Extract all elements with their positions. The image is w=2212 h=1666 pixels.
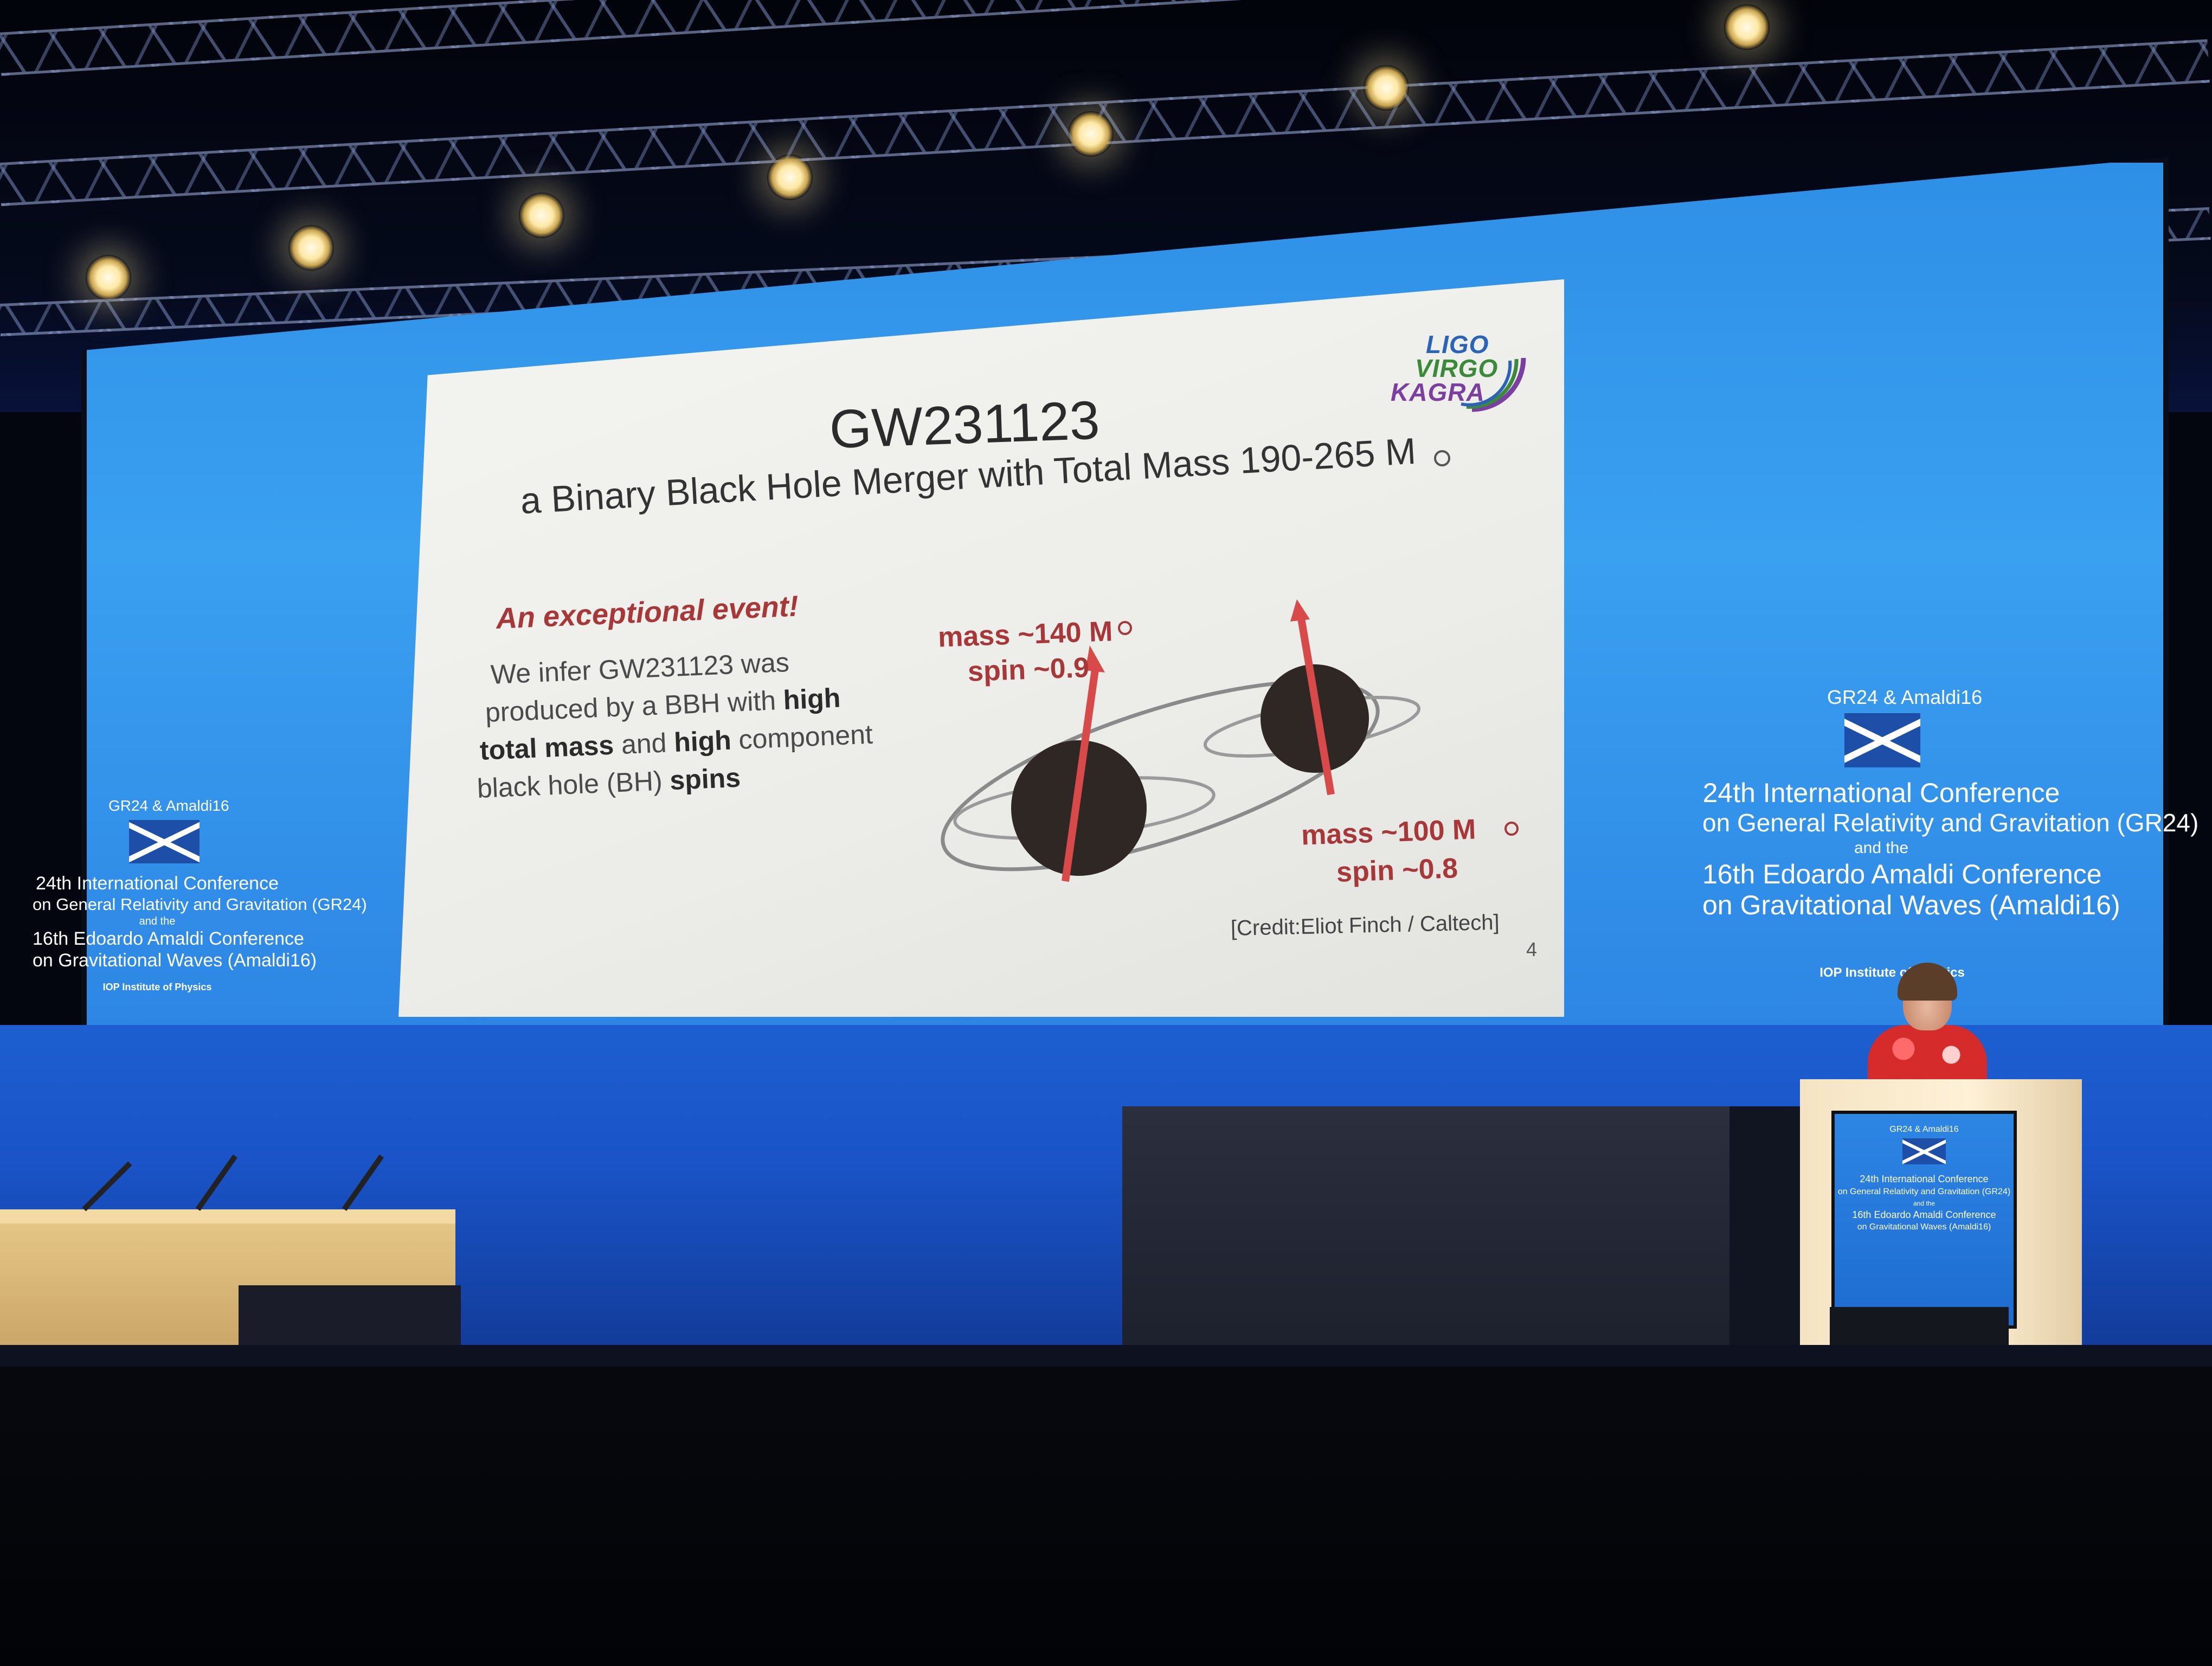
conference-brand-left: GR24 & Amaldi16 bbox=[108, 797, 229, 814]
lvk-collaboration-logo: LIGO VIRGO KAGRA bbox=[1391, 315, 1532, 412]
logo-virgo: VIRGO bbox=[1415, 354, 1499, 382]
conference-brand-podium: GR24 & Amaldi16 bbox=[1889, 1125, 1959, 1134]
secondary-bh-spin-label: spin ~0.8 bbox=[1336, 853, 1458, 888]
stage-edge bbox=[0, 1345, 2212, 1367]
solar-mass-symbol-icon bbox=[1434, 450, 1450, 466]
conference-line-4: 16th Edoardo Amaldi Conference bbox=[1852, 1209, 1996, 1220]
body-text: component bbox=[730, 719, 873, 755]
binary-black-hole-illustration bbox=[941, 599, 1421, 882]
conference-flag-icon bbox=[129, 820, 200, 863]
conference-line-3: and the bbox=[139, 915, 176, 927]
conference-line-2: on General Relativity and Gravitation (G… bbox=[33, 895, 367, 914]
body-text: and bbox=[613, 727, 675, 760]
conference-flag-icon bbox=[1902, 1138, 1946, 1164]
conference-line-5: on Gravitational Waves (Amaldi16) bbox=[1702, 890, 2120, 920]
secondary-spin-arrowhead-icon bbox=[1290, 599, 1310, 621]
primary-spin-arrow-icon bbox=[1062, 669, 1099, 882]
conference-line-3: and the bbox=[1854, 839, 1909, 857]
body-bold: spins bbox=[669, 762, 742, 796]
conference-line-2: on General Relativity and Gravitation (G… bbox=[1837, 1187, 2011, 1196]
conference-line-2: on General Relativity and Gravitation (G… bbox=[1702, 809, 2199, 837]
panel-desk-top bbox=[0, 1209, 455, 1223]
solar-mass-symbol-icon bbox=[1504, 822, 1519, 836]
primary-bh-mass-label: mass ~140 M bbox=[937, 616, 1114, 653]
stage-riser-block bbox=[1122, 1106, 1729, 1388]
orbit-ring-outer bbox=[941, 680, 1380, 872]
sponsor-logo-left: IOP Institute of Physics bbox=[102, 982, 212, 992]
stage-floor bbox=[0, 1345, 2212, 1666]
stage-light bbox=[1364, 65, 1409, 111]
conference-line-1: 24th International Conference bbox=[36, 873, 279, 894]
stage-light bbox=[1068, 111, 1114, 157]
conference-flag-icon bbox=[1844, 713, 1920, 767]
podium-screen: GR24 & Amaldi16 24th International Confe… bbox=[1831, 1111, 2017, 1329]
secondary-spin-arrow-icon bbox=[1297, 617, 1335, 796]
conference-line-4: 16th Edoardo Amaldi Conference bbox=[33, 928, 304, 949]
primary-bh-spin-label: spin ~0.9 bbox=[967, 652, 1090, 688]
left-conference-banner: GR24 & Amaldi16 24th International Confe… bbox=[33, 797, 367, 1036]
logo-ligo: LIGO bbox=[1426, 330, 1489, 358]
stage-light bbox=[86, 255, 131, 300]
conference-brand-right: GR24 & Amaldi16 bbox=[1827, 686, 1983, 708]
stage-light bbox=[767, 155, 813, 200]
stage-light bbox=[288, 225, 334, 271]
conference-line-5: on Gravitational Waves (Amaldi16) bbox=[1857, 1222, 1991, 1232]
body-bold: total mass bbox=[479, 729, 615, 766]
body-bold: high bbox=[782, 682, 841, 715]
presentation-slide bbox=[398, 279, 1564, 1017]
solar-mass-symbol-icon bbox=[1118, 621, 1132, 635]
body-bold: high bbox=[673, 725, 732, 758]
slide-page-number: 4 bbox=[1526, 938, 1538, 960]
right-conference-banner: GR24 & Amaldi16 24th International Confe… bbox=[1702, 686, 2199, 990]
speaker-body bbox=[1868, 1025, 1987, 1085]
conference-line-4: 16th Edoardo Amaldi Conference bbox=[1702, 859, 2102, 889]
primary-spin-arrowhead-icon bbox=[1085, 645, 1105, 672]
secondary-bh-mass-label: mass ~100 M bbox=[1301, 813, 1477, 851]
logo-kagra: KAGRA bbox=[1391, 378, 1485, 406]
logo-arcs-icon bbox=[1461, 357, 1526, 412]
stage-light bbox=[1724, 4, 1770, 50]
conference-line-3: and the bbox=[1913, 1200, 1935, 1207]
conference-line-1: 24th International Conference bbox=[1860, 1174, 1989, 1184]
conference-line-1: 24th International Conference bbox=[1702, 778, 2060, 808]
conference-line-5: on Gravitational Waves (Amaldi16) bbox=[33, 950, 317, 971]
stage-light bbox=[519, 193, 564, 238]
